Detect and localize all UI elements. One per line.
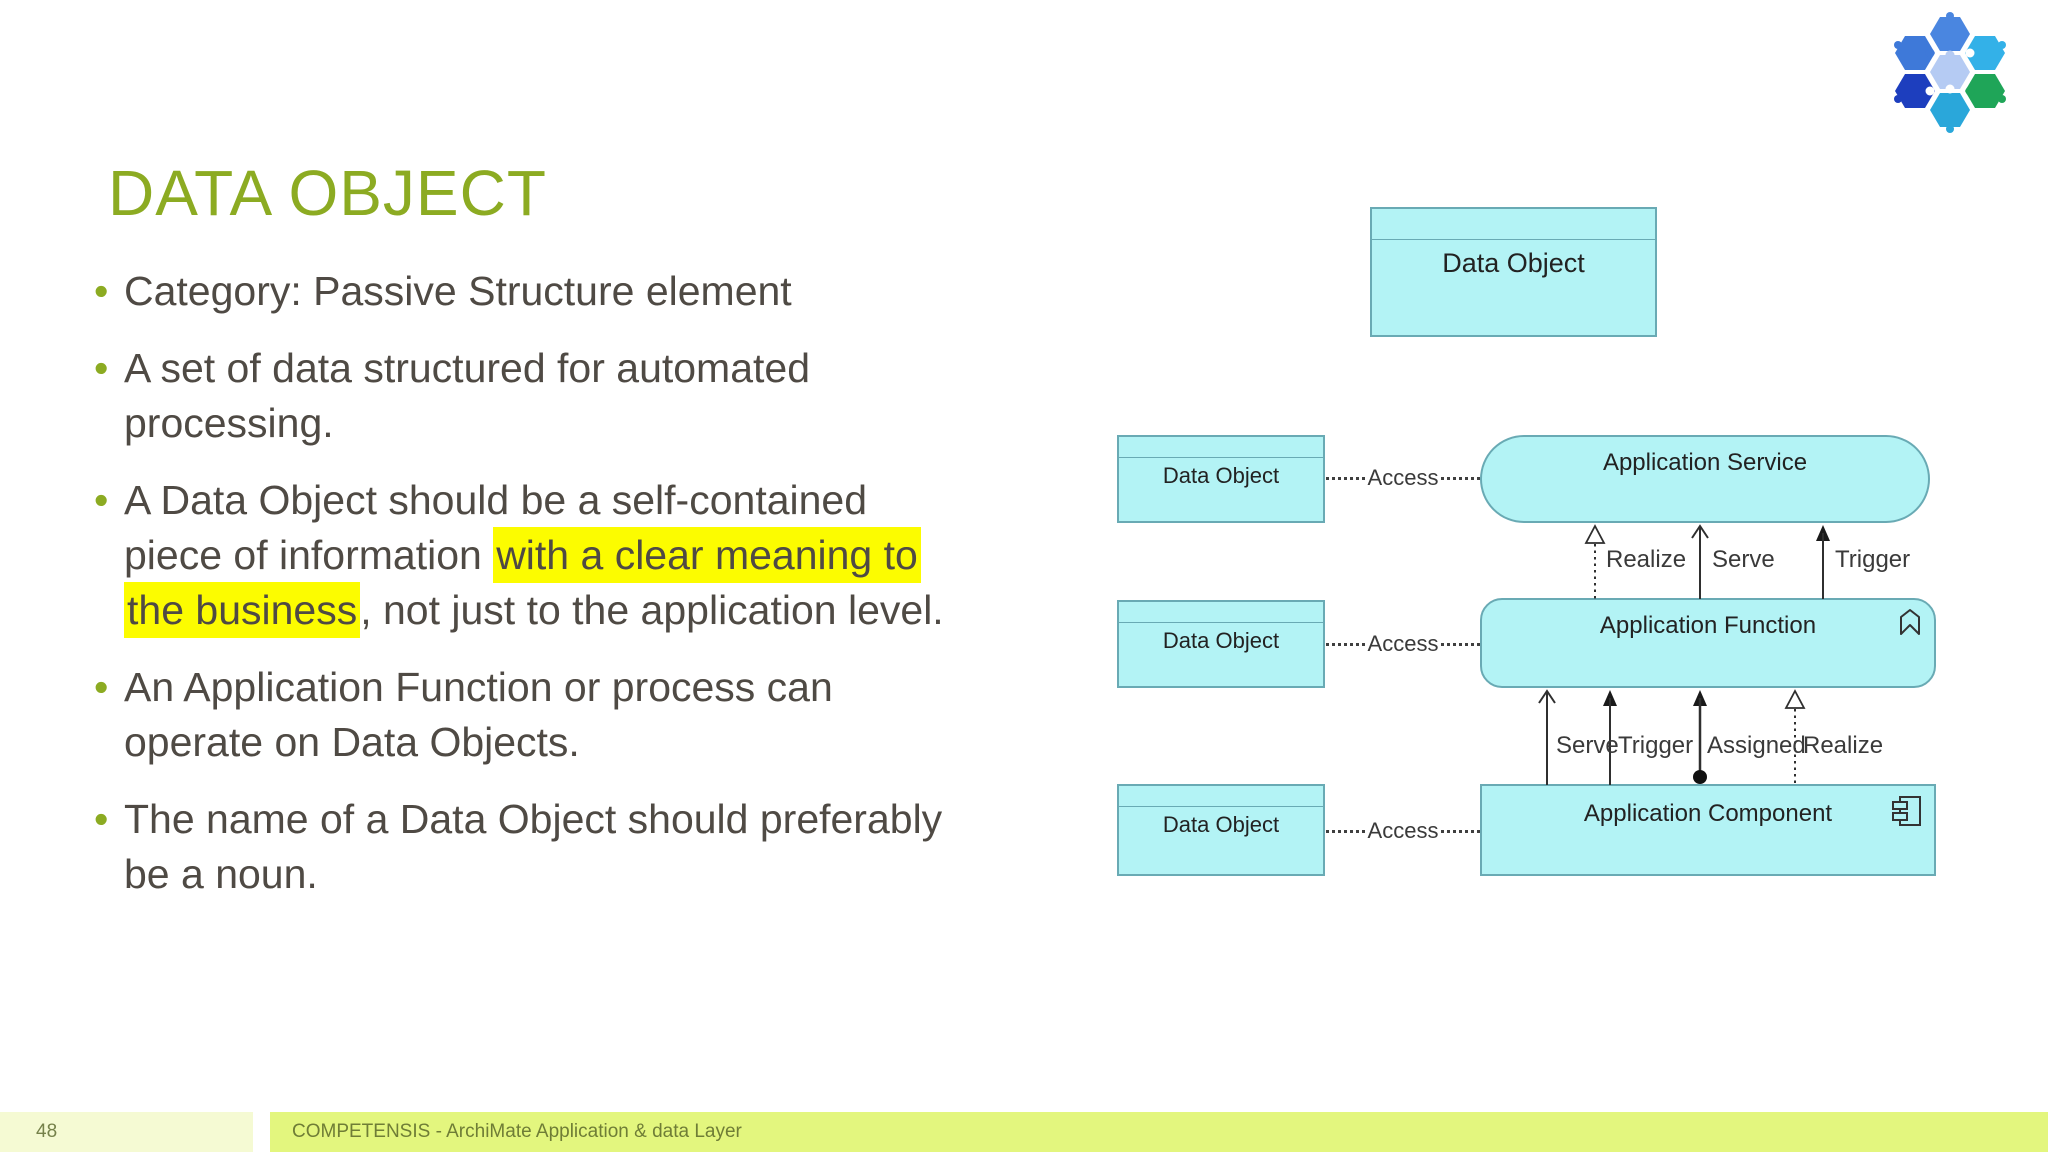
dotted-line [1326,642,1365,646]
access-connector-3: Access [1326,818,1481,844]
bullet-text: operate on Data Objects. [124,719,580,765]
trigger-connector-upper [1816,525,1830,599]
dotted-line [1441,829,1481,833]
trigger-label-lower: Trigger [1618,732,1694,759]
data-object-label: Data Object [1162,812,1280,837]
page-number-block: 48 [0,1112,253,1152]
data-object-band [1119,602,1323,623]
trigger-label-upper: Trigger [1835,546,1911,573]
data-object-box-2: Data Object [1117,600,1325,688]
bullet-item: Category: Passive Structure element [94,264,1074,319]
bullet-text: A set of data structured for automated [124,345,811,391]
page-number: 48 [36,1121,58,1142]
footer-bar: COMPETENSIS - ArchiMate Application & da… [270,1112,2048,1152]
data-object-band [1119,786,1323,807]
access-label: Access [1367,465,1439,490]
function-arrow-icon [1900,609,1920,635]
bullet-text: An Application Function or process can [124,664,833,710]
bullet-item: A Data Object should be a self-contained… [94,473,1074,638]
application-function-label: Application Function [1599,612,1817,639]
highlighted-text: the business [124,582,361,638]
access-label: Access [1367,818,1439,843]
data-object-label: Data Object [1442,248,1585,278]
bullet-text: , not just to the application level. [360,587,944,633]
dotted-line [1326,476,1365,480]
realize-label-upper: Realize [1606,546,1687,573]
serve-connector-lower [1538,689,1556,785]
data-object-label: Data Object [1162,628,1280,653]
hexagon-puzzle-pieces [1894,12,2006,133]
serve-label-lower: Serve [1556,732,1619,759]
application-component-box: Application Component [1480,784,1936,876]
dotted-line [1441,476,1481,480]
bullet-text: Category: Passive Structure element [124,268,792,314]
bullet-text: be a noun. [124,851,318,897]
realize-label-lower: Realize [1803,732,1884,759]
application-function-box: Application Function [1480,598,1936,688]
highlighted-text: with a clear meaning to [493,527,921,583]
access-label: Access [1367,631,1439,656]
assigned-label-lower: Assigned [1707,732,1806,759]
assigned-connector-lower [1693,690,1707,784]
bullet-text: A Data Object should be a self-contained [124,477,868,523]
component-icon [1892,796,1921,826]
bullet-item: The name of a Data Object should prefera… [94,792,1074,902]
application-service-box: Application Service [1480,435,1930,523]
bullet-text: The name of a Data Object should prefera… [124,796,943,842]
bullet-item: A set of data structured for automated pr… [94,341,1074,451]
data-object-label: Data Object [1162,463,1280,488]
data-object-box-3: Data Object [1117,784,1325,876]
application-component-label: Application Component [1583,800,1833,827]
bullet-text: processing. [124,400,334,446]
data-object-band [1119,437,1323,458]
serve-connector-upper [1691,524,1709,599]
page-title: DATA OBJECT [108,157,547,229]
data-object-box-1: Data Object [1117,435,1325,523]
data-object-band [1372,209,1655,240]
trigger-connector-lower [1603,690,1617,785]
footer-caption: COMPETENSIS - ArchiMate Application & da… [292,1121,742,1142]
bullet-text: piece of information [124,532,494,578]
dotted-line [1441,642,1481,646]
access-connector-1: Access [1326,465,1481,491]
data-object-box-standalone: Data Object [1370,207,1657,337]
bullet-item: An Application Function or process can op… [94,660,1074,770]
serve-label-upper: Serve [1712,546,1775,573]
application-service-label: Application Service [1602,449,1808,476]
realize-connector-lower [1784,689,1806,785]
access-connector-2: Access [1326,631,1481,657]
company-logo-icon [1894,12,2006,133]
dotted-line [1326,829,1365,833]
realize-connector-upper [1584,524,1606,599]
bullet-list: Category: Passive Structure element A set… [94,264,1074,924]
